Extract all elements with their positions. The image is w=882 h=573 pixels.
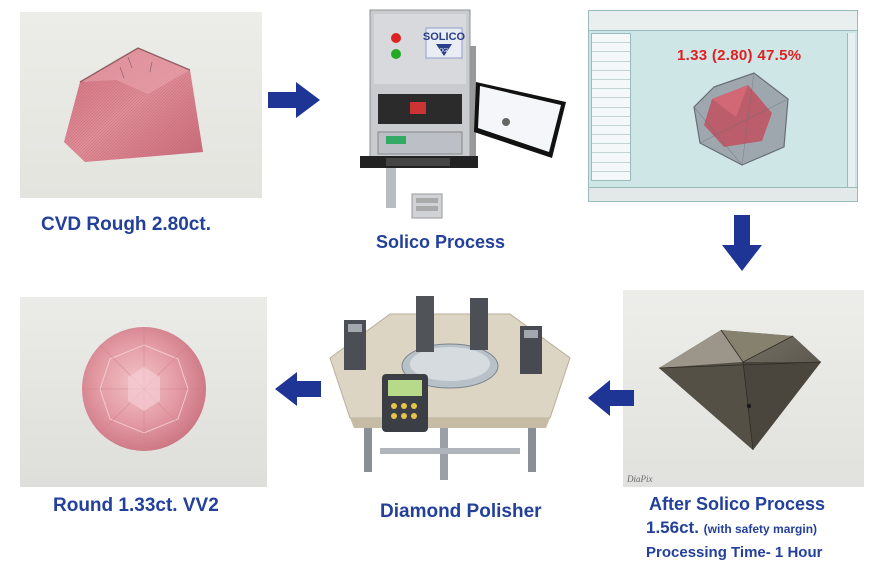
arrow-right-icon	[268, 82, 320, 118]
diamond-polisher-photo	[320, 278, 580, 490]
round-caption: Round 1.33ct. VV2	[53, 495, 219, 516]
round-pink-diamond	[82, 327, 206, 451]
solico-caption: Solico Process	[376, 232, 506, 252]
yield-readout: 1.33 (2.80) 47.5%	[677, 47, 802, 64]
diapix-signature: DiaPix	[627, 474, 653, 484]
solico-label: SOLICO	[423, 31, 466, 43]
screen-toolbar	[589, 11, 857, 31]
arrow-left-icon	[275, 372, 321, 406]
after-caption-line1: After Solico Process	[649, 494, 826, 514]
screen-status-bar	[589, 187, 857, 201]
solico-machine-photo: SOLICO OGI	[356, 6, 578, 230]
preformed-stone	[658, 329, 822, 451]
cvd-rough-crystal	[64, 47, 203, 162]
after-solico-photo: DiaPix	[623, 290, 864, 487]
rough-caption: CVD Rough 2.80ct.	[41, 214, 211, 235]
arrow-left-icon	[588, 380, 634, 416]
after-caption-line3: Processing Time- 1 Hour	[646, 544, 823, 561]
3d-stone-model	[693, 72, 789, 166]
after-note: (with safety margin)	[703, 522, 818, 536]
after-caption-line2: 1.56ct. (with safety margin)	[646, 518, 817, 538]
polisher-caption: Diamond Polisher	[380, 501, 542, 522]
screen-parameter-table	[591, 33, 631, 181]
solico-software-screen: 1.33 (2.80) 47.5%	[588, 10, 858, 202]
after-weight: 1.56ct.	[646, 518, 699, 537]
cvd-rough-photo	[20, 12, 262, 198]
arrow-down-icon	[722, 215, 762, 271]
screen-side-strip	[847, 33, 855, 188]
ogi-badge: OGI	[439, 48, 448, 54]
round-diamond-photo	[20, 297, 267, 487]
